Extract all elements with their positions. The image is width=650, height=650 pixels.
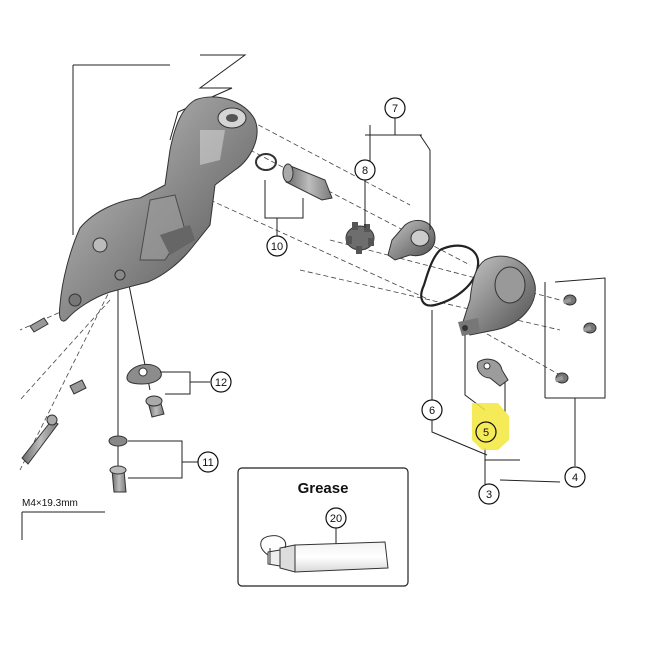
grease-box: Grease 20 xyxy=(237,467,409,587)
part-5-bracket-illustration xyxy=(476,358,509,387)
callout-10: 10 xyxy=(266,235,288,257)
svg-text:12: 12 xyxy=(215,377,227,389)
svg-text:11: 11 xyxy=(202,457,213,469)
callout-3: 3 xyxy=(478,483,500,505)
svg-text:7: 7 xyxy=(392,103,398,115)
callout-8: 8 xyxy=(354,159,376,181)
svg-text:20: 20 xyxy=(330,513,342,525)
part-12-tab-bolt-illustration xyxy=(126,364,165,418)
guide-lines xyxy=(19,54,561,490)
part-8-gear-illustration xyxy=(345,222,375,254)
part-4-screws-illustration xyxy=(554,294,597,384)
part-5-highlight xyxy=(472,403,509,450)
part-7-motor-assembly-illustration xyxy=(387,220,436,261)
callout-12: 12 xyxy=(210,371,232,393)
callout-7: 7 xyxy=(384,97,406,119)
bolt-spec-label: M4×19.3mm xyxy=(21,498,105,540)
callout-leaders xyxy=(128,118,606,484)
svg-text:5: 5 xyxy=(483,427,489,439)
svg-text:4: 4 xyxy=(572,472,578,484)
callout-4: 4 xyxy=(564,466,586,488)
svg-text:8: 8 xyxy=(362,165,368,177)
left-bolts-illustration xyxy=(21,317,87,465)
callout-5: 5 xyxy=(475,421,497,443)
svg-text:10: 10 xyxy=(271,241,283,253)
svg-text:6: 6 xyxy=(429,405,435,417)
part-10-shaft-illustration xyxy=(255,153,333,201)
part-6-gasket-illustration xyxy=(420,244,480,307)
derailleur-body-illustration xyxy=(59,96,258,322)
svg-text:Grease: Grease xyxy=(298,480,349,497)
callout-11: 11 xyxy=(197,451,219,473)
callout-6: 6 xyxy=(421,399,443,421)
svg-text:M4×19.3mm: M4×19.3mm xyxy=(22,498,78,509)
part-11-washer-bolt-illustration xyxy=(108,435,128,493)
svg-text:3: 3 xyxy=(486,489,492,501)
callout-20: 20 xyxy=(325,507,347,529)
part-3-housing-illustration xyxy=(458,255,536,336)
grease-tube-illustration xyxy=(260,535,389,573)
